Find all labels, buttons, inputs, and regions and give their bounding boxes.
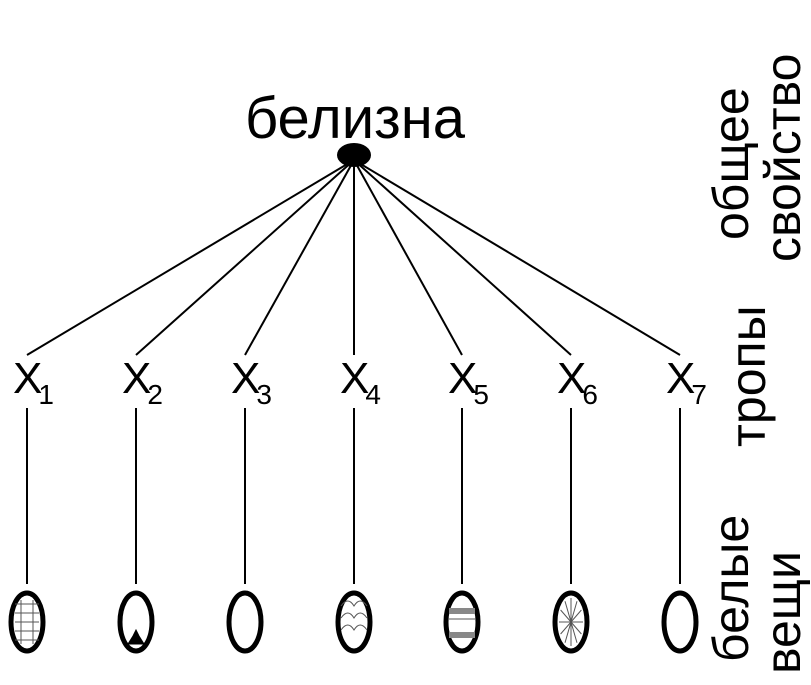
- side-label-things-1: белые: [703, 515, 759, 662]
- white-thing-2: [117, 590, 155, 654]
- thing-pattern-grid-cells: [15, 600, 39, 644]
- thing-pattern-band: [449, 608, 475, 638]
- trope-label-5: X5: [448, 354, 489, 410]
- trope-index: 3: [256, 379, 272, 410]
- trope-label-6: X6: [557, 354, 598, 410]
- fan-line-6: [353, 159, 572, 356]
- fan-line-2: [135, 159, 355, 356]
- trope-index: 6: [582, 379, 598, 410]
- trope-symbol: X: [557, 354, 586, 403]
- side-label-property-1: общее: [703, 87, 759, 240]
- white-thing-6: [552, 590, 590, 654]
- thing-oval: [117, 590, 155, 654]
- white-thing-1: [8, 590, 46, 654]
- white-things: [8, 590, 699, 654]
- side-label-tropes: тропы: [720, 305, 776, 447]
- trope-label-2: X2: [122, 354, 163, 410]
- thing-pattern-scales: [340, 600, 368, 631]
- white-thing-4: [335, 590, 373, 654]
- thing-pattern-radial: [559, 598, 583, 646]
- trope-symbol: X: [448, 354, 477, 403]
- white-thing-5: [443, 590, 481, 654]
- white-thing-3: [226, 590, 264, 654]
- root-node: [337, 143, 371, 167]
- trope-label-4: X4: [340, 354, 381, 410]
- trope-symbol: X: [666, 354, 695, 403]
- root-label: белизна: [245, 86, 466, 151]
- side-label-things-2: вещи: [755, 551, 811, 674]
- trope-symbol: X: [122, 354, 151, 403]
- connector-lines: [26, 159, 681, 584]
- white-thing-7: [661, 590, 699, 654]
- trope-symbol: X: [231, 354, 260, 403]
- fan-line-1: [26, 159, 355, 356]
- trope-symbol: X: [340, 354, 369, 403]
- trope-index: 2: [147, 379, 163, 410]
- trope-index: 5: [473, 379, 489, 410]
- fan-line-7: [353, 159, 681, 356]
- trope-label-7: X7: [666, 354, 707, 410]
- fan-line-5: [353, 159, 463, 356]
- thing-oval: [335, 590, 373, 654]
- trope-label-3: X3: [231, 354, 272, 410]
- fan-line-3: [244, 159, 355, 356]
- thing-oval: [226, 590, 264, 654]
- trope-index: 1: [38, 379, 54, 410]
- trope-index: 7: [691, 379, 707, 410]
- thing-oval: [661, 590, 699, 654]
- trope-index: 4: [365, 379, 381, 410]
- thing-pattern-leaf: [127, 628, 145, 645]
- trope-symbol: X: [13, 354, 42, 403]
- trope-label-1: X1: [13, 354, 54, 410]
- side-label-property-2: свойство: [755, 54, 811, 262]
- thing-oval: [443, 590, 481, 654]
